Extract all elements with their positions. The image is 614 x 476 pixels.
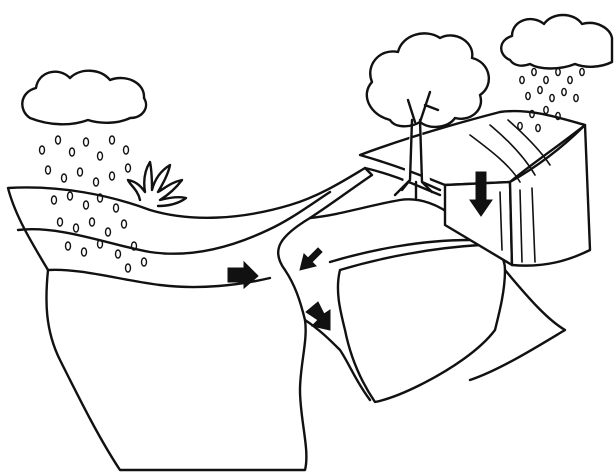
left-cloud (21, 69, 148, 126)
arrow-surface-runoff-icon (227, 260, 259, 290)
left-land-block (6, 166, 374, 472)
left-rain (38, 135, 148, 273)
plateau (358, 109, 592, 267)
tree (365, 32, 491, 200)
arrow-runoff-icon (299, 247, 323, 271)
bush (126, 160, 188, 208)
flow-arrows (227, 171, 493, 331)
right-cloud (500, 13, 614, 70)
right-rain (517, 67, 585, 133)
valley-channel (303, 166, 472, 402)
right-land-block (336, 243, 567, 404)
arrow-infiltration-icon (469, 171, 493, 217)
arrow-channel-flow-icon (305, 301, 331, 331)
